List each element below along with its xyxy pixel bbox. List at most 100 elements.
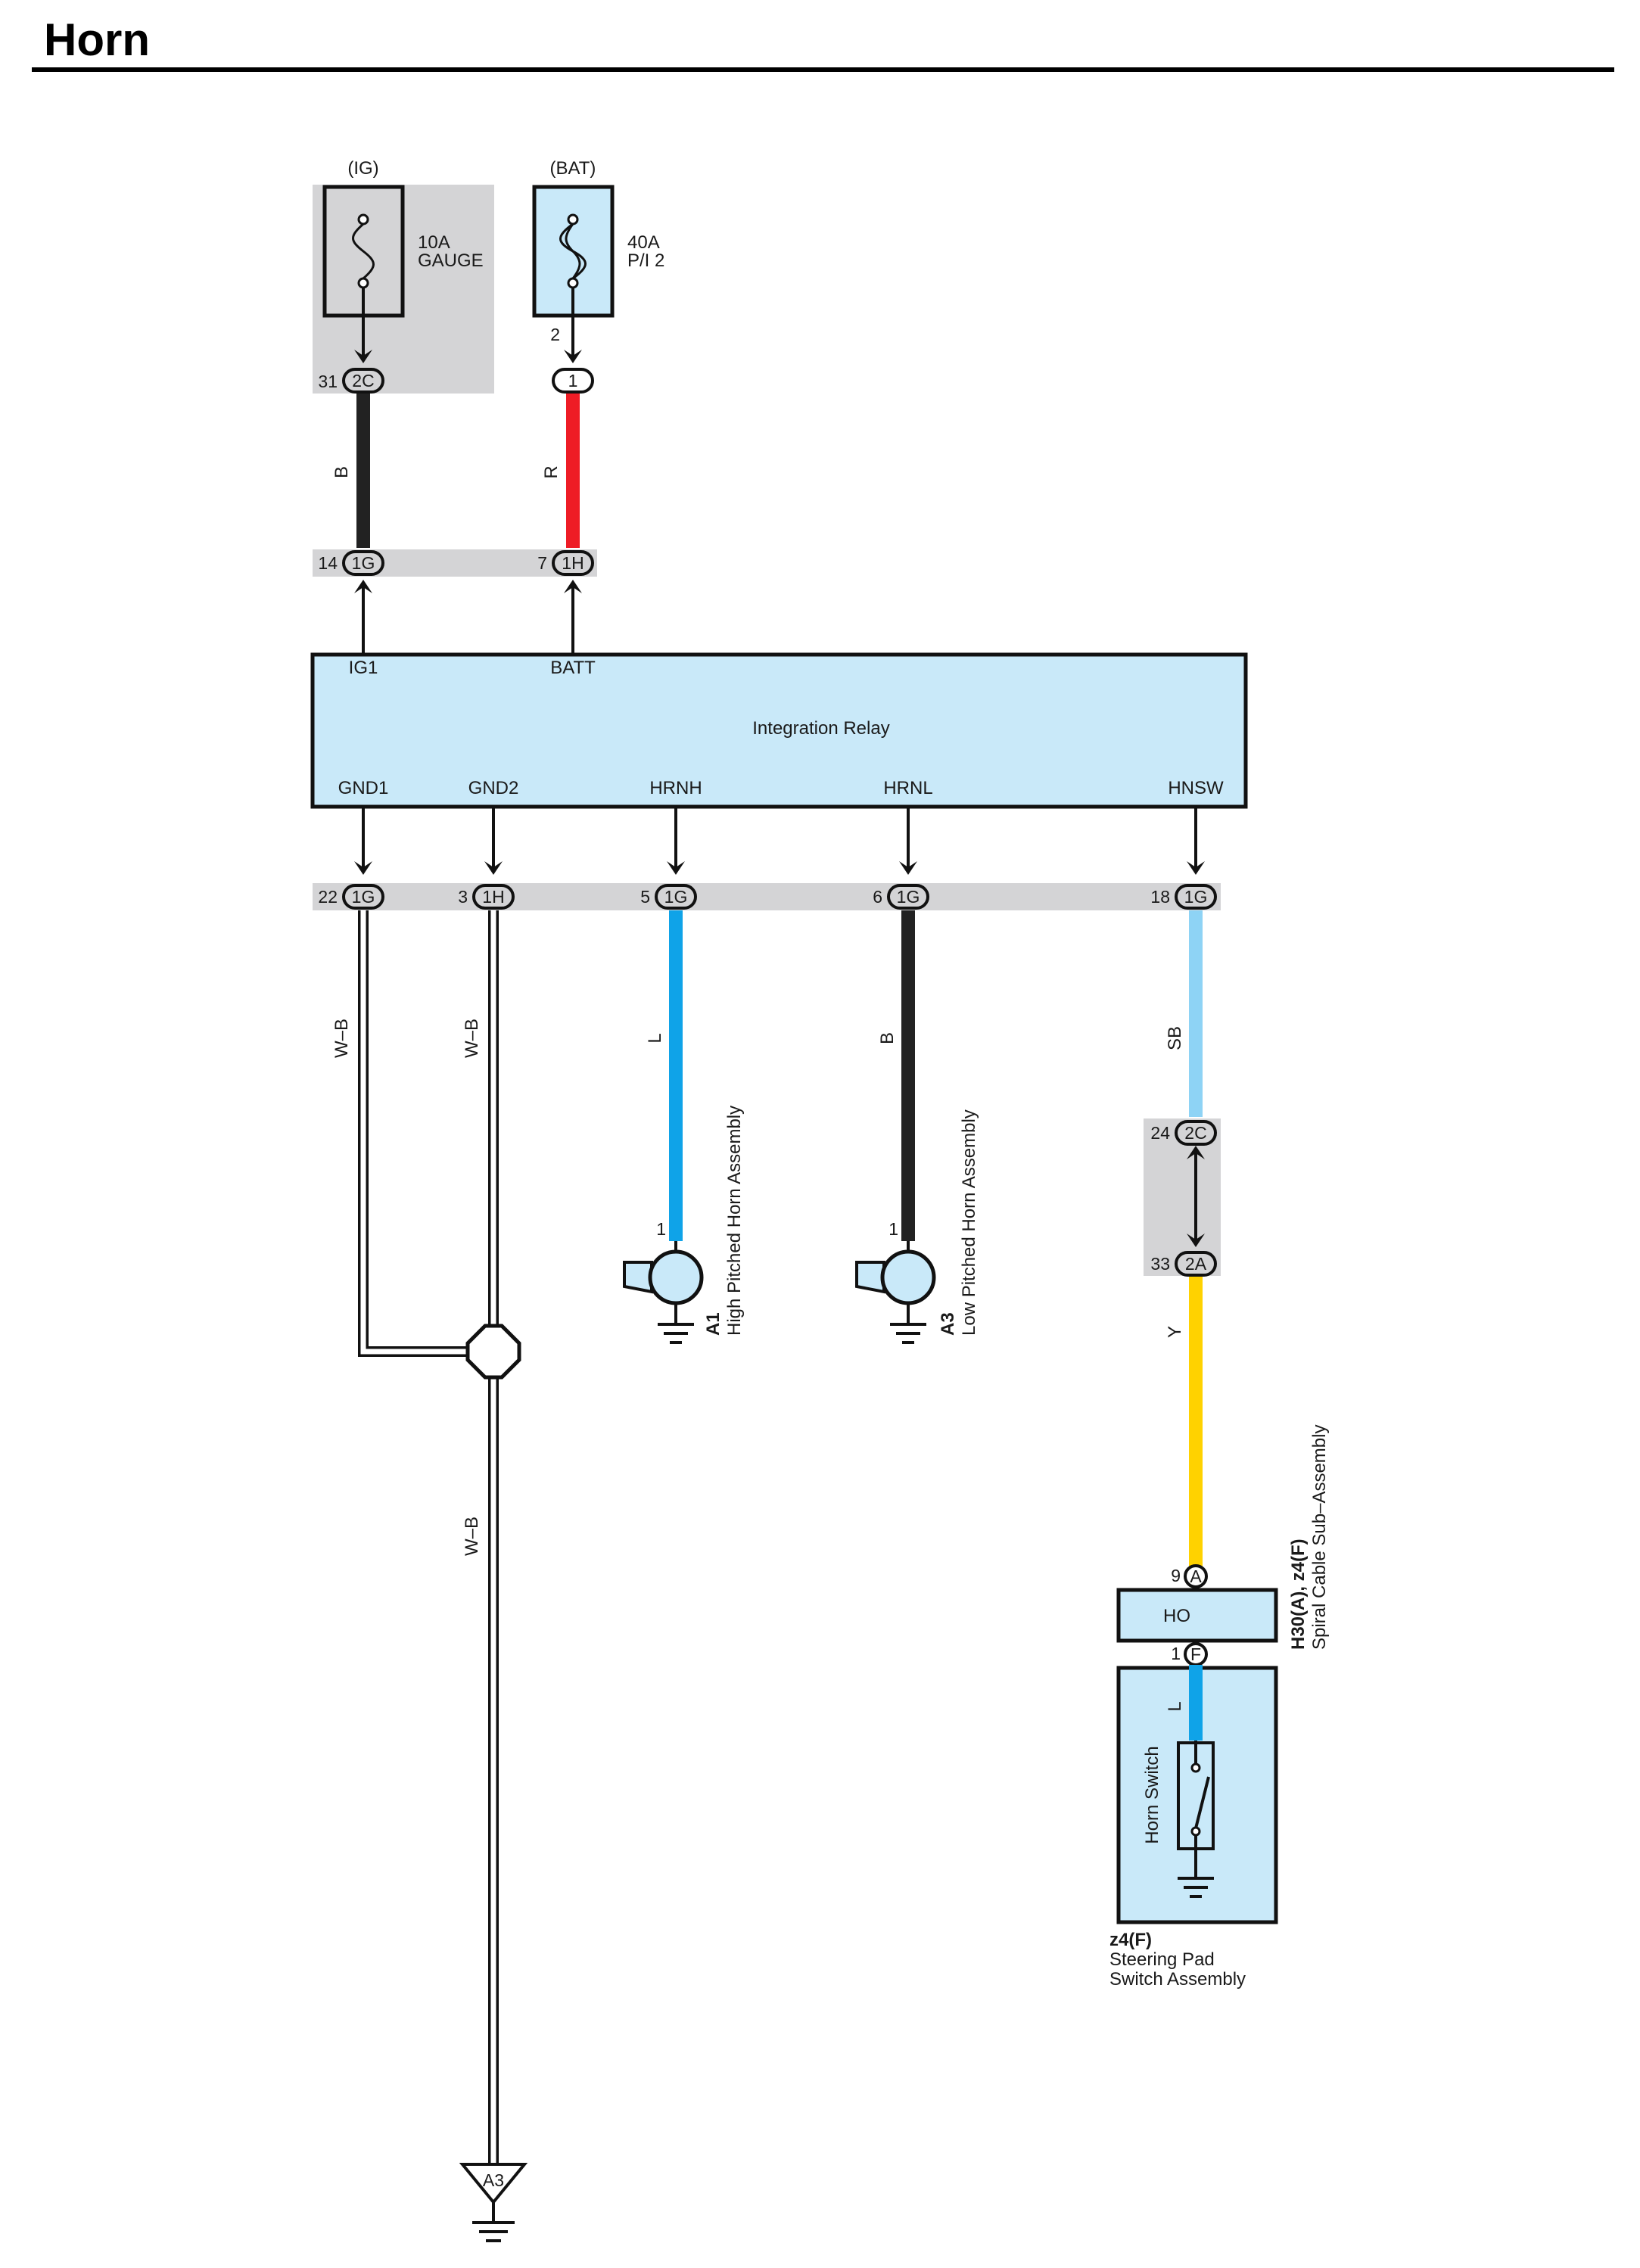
spiral-cable-name: Spiral Cable Sub–Assembly [1309, 1425, 1330, 1650]
wire-l-hrnh-code: L [645, 1033, 665, 1043]
fuse-ig-terminal-top [357, 213, 369, 226]
arrow-up-icon [1187, 1146, 1205, 1159]
steering-pad-name-line2: Switch Assembly [1109, 1969, 1246, 1990]
wire-r-bat-code: R [541, 465, 562, 478]
spiral-out-connector: F [1190, 1644, 1201, 1664]
arrow-down-icon [1187, 1234, 1205, 1247]
fuse-ig-terminal-bottom [357, 277, 369, 289]
steering-pad-code: z4(F) [1109, 1930, 1152, 1950]
fuse-ig-name: GAUGE [418, 250, 484, 271]
steering-pad-name-line1: Steering Pad [1109, 1949, 1215, 1970]
horn-a1-icon [623, 1249, 704, 1344]
page-title: Horn [44, 14, 150, 65]
ground-icon [472, 2221, 515, 2242]
connector-1H-icon [472, 884, 515, 910]
spiral-in-connector: A [1190, 1566, 1202, 1586]
wire-wb-gnd1 [358, 910, 469, 1357]
connector-1G-icon [887, 884, 929, 910]
relay-out-pin-3: 3 [458, 887, 468, 907]
connector-2A-icon [1175, 1251, 1217, 1277]
relay-in-connector-1H: 1H [562, 553, 583, 573]
relay-in-pin-7: 7 [537, 553, 547, 573]
relay-terminal-hrnl: HRNL [883, 778, 932, 798]
arrow-down-icon [354, 861, 372, 875]
horn-a1-pin: 1 [656, 1219, 666, 1239]
connector-2C-icon [1175, 1120, 1217, 1146]
fuse-ig-element-icon [352, 222, 375, 280]
horn-a1-name: High Pitched Horn Assembly [724, 1106, 745, 1336]
arrow-down-icon [564, 350, 582, 363]
wire-wb-gnd2-code: W–B [462, 1019, 482, 1058]
spiral-terminal-ho: HO [1163, 1606, 1190, 1626]
relay-terminal-batt: BATT [550, 658, 596, 678]
wire-wb-gnd1-code: W–B [331, 1019, 352, 1058]
connector-1G-icon [342, 884, 384, 910]
spiral-cable-code: H30(A), z4(F) [1288, 1538, 1309, 1650]
wire-l-horn-switch-code: L [1165, 1701, 1185, 1711]
connector-1H-icon [552, 550, 594, 576]
connector-1G-icon [1175, 884, 1217, 910]
relay-out-pin-5: 5 [640, 887, 650, 907]
fuse-ig-source: (IG) [347, 158, 378, 179]
fuse-bat-name: P/I 2 [627, 250, 664, 271]
spiral-out-pin: 1 [1171, 1644, 1181, 1663]
relay-name: Integration Relay [752, 718, 889, 739]
horn-a3-name: Low Pitched Horn Assembly [959, 1109, 979, 1336]
fuse-ig-out-pin: 31 [318, 372, 338, 391]
wire-y-code: Y [1165, 1326, 1185, 1338]
relay-terminal-gnd1: GND1 [338, 778, 389, 798]
horn-switch-icon [1177, 1741, 1215, 1898]
horn-a1-code: A1 [703, 1312, 724, 1336]
relay-terminal-ig1: IG1 [349, 658, 378, 678]
fuse-bat-rating: 40A [627, 232, 660, 253]
fuse-pi2: (BAT) 40A P/I 2 [532, 158, 664, 318]
spiral-cable-box [1116, 1588, 1278, 1643]
arrow-down-icon [899, 861, 917, 875]
horn-a3-icon [855, 1249, 936, 1344]
fuse-bat-source: (BAT) [550, 158, 596, 179]
connector-2C-icon [342, 368, 384, 394]
relay-in-pin-14: 14 [318, 553, 338, 573]
wire-sb-hnsw-code: SB [1165, 1026, 1185, 1050]
relay-out-connector-5: 1G [664, 887, 688, 907]
wire-b-hrnl-code: B [877, 1032, 898, 1044]
fuse-bat-out-pin: 2 [550, 325, 560, 344]
fuse-bat-terminal-top [567, 213, 579, 226]
relay-terminal-hnsw: HNSW [1168, 778, 1224, 798]
arrow-up-icon [354, 580, 372, 593]
wire-b-ig-code: B [331, 466, 352, 478]
ground-point-label: A3 [483, 2170, 504, 2190]
relay-out-pin-22: 22 [318, 887, 338, 907]
fuse-bat-connector: 1 [568, 371, 578, 390]
relay-out-pin-18: 18 [1150, 887, 1170, 907]
ground-point-icon [459, 2163, 528, 2205]
relay-in-connector-1G: 1G [352, 553, 375, 573]
fuse-bat-terminal-bottom [567, 277, 579, 289]
fuse-ig-rating: 10A [418, 232, 450, 253]
junction-pin-33: 33 [1150, 1254, 1170, 1274]
wire-wb-ground-code: W–B [462, 1517, 482, 1556]
fuse-bat-element-inner-icon [565, 223, 581, 279]
integration-relay [310, 652, 1248, 809]
fuse-gauge: (IG) 10A GAUGE [313, 158, 494, 394]
arrow-down-icon [667, 861, 685, 875]
horn-a3-code: A3 [938, 1312, 958, 1336]
relay-terminal-gnd2: GND2 [468, 778, 519, 798]
arrow-up-icon [564, 580, 582, 593]
junction-connector-2C: 2C [1184, 1123, 1206, 1143]
arrow-down-icon [354, 350, 372, 363]
arrow-down-icon [484, 861, 503, 875]
relay-out-connector-6: 1G [897, 887, 920, 907]
relay-out-connector-22: 1G [352, 887, 375, 907]
horn-a3-pin: 1 [888, 1219, 898, 1239]
junction-connector-2A: 2A [1185, 1254, 1207, 1274]
spiral-in-connector-icon [1184, 1564, 1208, 1588]
horn-switch-label: Horn Switch [1142, 1746, 1162, 1843]
connector-1-icon [552, 368, 594, 394]
relay-terminal-hrnh: HRNH [649, 778, 702, 798]
splice-junction-icon [465, 1324, 521, 1380]
fuse-ig-connector: 2C [352, 371, 374, 390]
arrow-down-icon [1187, 861, 1205, 875]
relay-out-pin-6: 6 [873, 887, 882, 907]
